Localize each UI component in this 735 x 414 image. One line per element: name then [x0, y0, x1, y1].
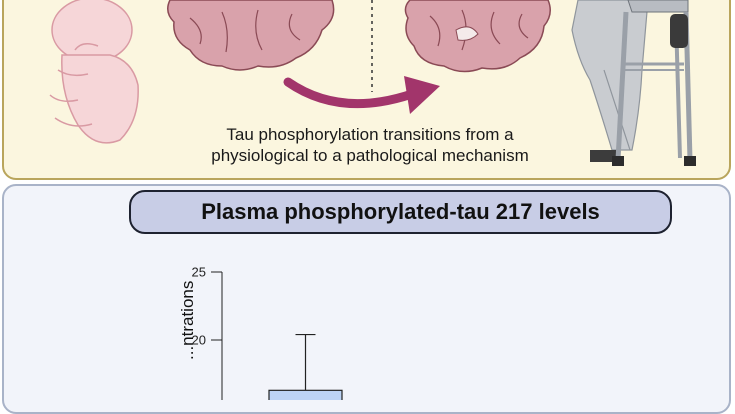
bar [268, 389, 343, 400]
y-tick-label-20: 20 [192, 333, 206, 348]
transition-caption: Tau phosphorylation transitions from a p… [211, 125, 529, 165]
brain-section-right-icon [404, 0, 551, 73]
y-tick-label-25: 25 [192, 265, 206, 280]
chart-title: Plasma phosphorylated-tau 217 levels [129, 190, 672, 234]
curved-arrow-icon [283, 76, 440, 114]
elderly-person-with-walker-icon [571, 0, 696, 166]
top-illustrations [49, 0, 696, 166]
brain-section-left-icon [167, 0, 335, 71]
fetus-icon [49, 0, 139, 144]
